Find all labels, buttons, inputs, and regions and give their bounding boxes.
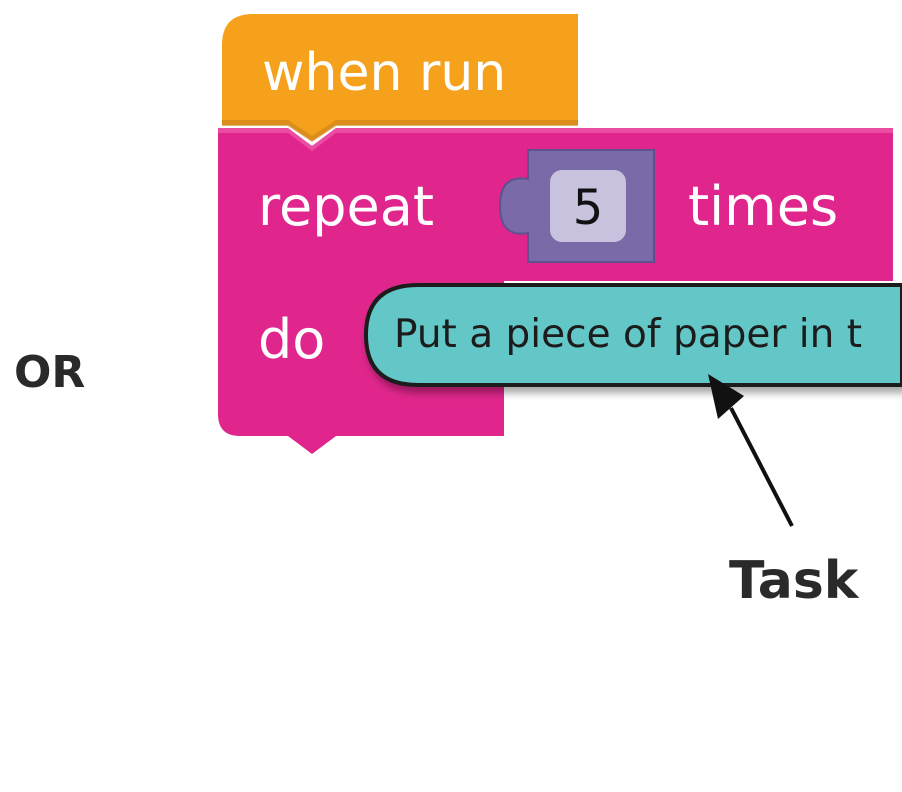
repeat-keyword: repeat bbox=[258, 175, 434, 238]
when-run-label: when run bbox=[262, 43, 506, 103]
times-label: times bbox=[688, 175, 838, 238]
task-label: Put a piece of paper in t bbox=[394, 312, 862, 357]
task-annotation-label: Task bbox=[729, 551, 860, 611]
when-run-block[interactable]: when run bbox=[222, 14, 578, 142]
repeat-count-value: 5 bbox=[573, 180, 604, 236]
do-label: do bbox=[258, 308, 325, 371]
repeat-count-field[interactable] bbox=[550, 170, 626, 242]
or-label: OR bbox=[14, 347, 85, 398]
task-pointer-arrow bbox=[708, 374, 794, 527]
repeat-count-block[interactable]: 5 bbox=[498, 149, 655, 263]
task-block[interactable]: Put a piece of paper in t bbox=[363, 283, 902, 387]
